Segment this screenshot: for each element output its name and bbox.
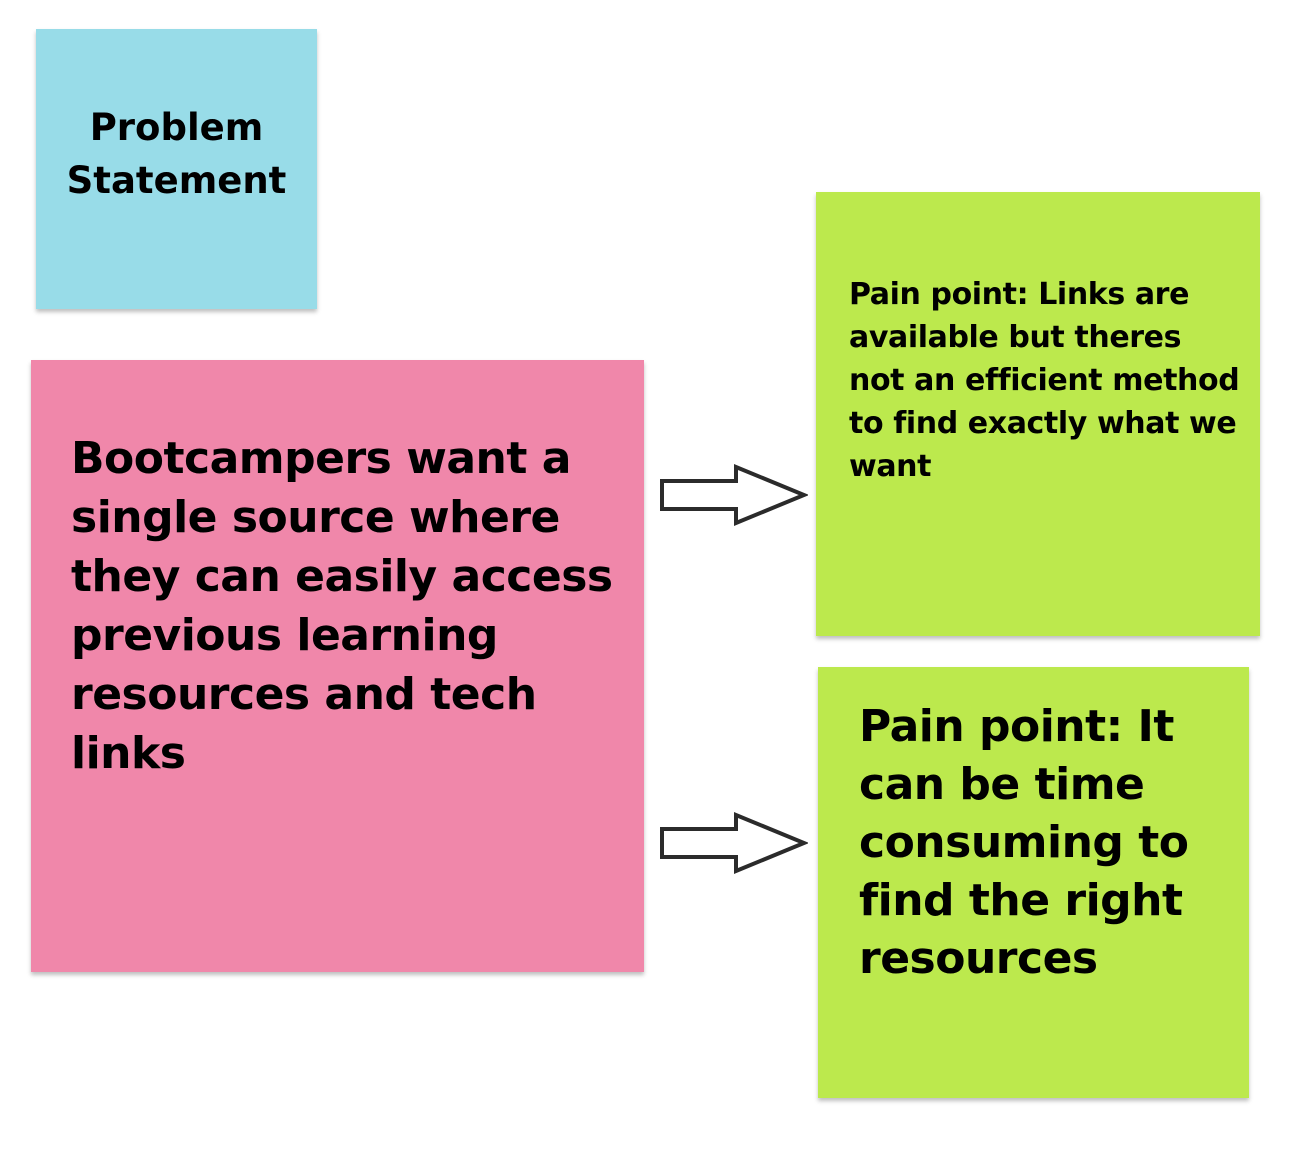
right-arrow-icon: [660, 812, 808, 874]
pain-point-note-1[interactable]: Pain point: Links are available but ther…: [816, 192, 1260, 636]
problem-statement-title: Problem Statement: [66, 106, 287, 202]
pain-point-text-1: Pain point: Links are available but ther…: [849, 276, 1240, 484]
pain-point-text-2: Pain point: It can be time consuming to …: [859, 700, 1189, 984]
main-problem-text: Bootcampers want a single source where t…: [71, 433, 613, 779]
pain-point-note-2[interactable]: Pain point: It can be time consuming to …: [818, 667, 1249, 1098]
right-arrow-icon: [660, 464, 808, 526]
problem-statement-note[interactable]: Problem Statement: [36, 29, 317, 309]
main-problem-note[interactable]: Bootcampers want a single source where t…: [31, 360, 644, 972]
